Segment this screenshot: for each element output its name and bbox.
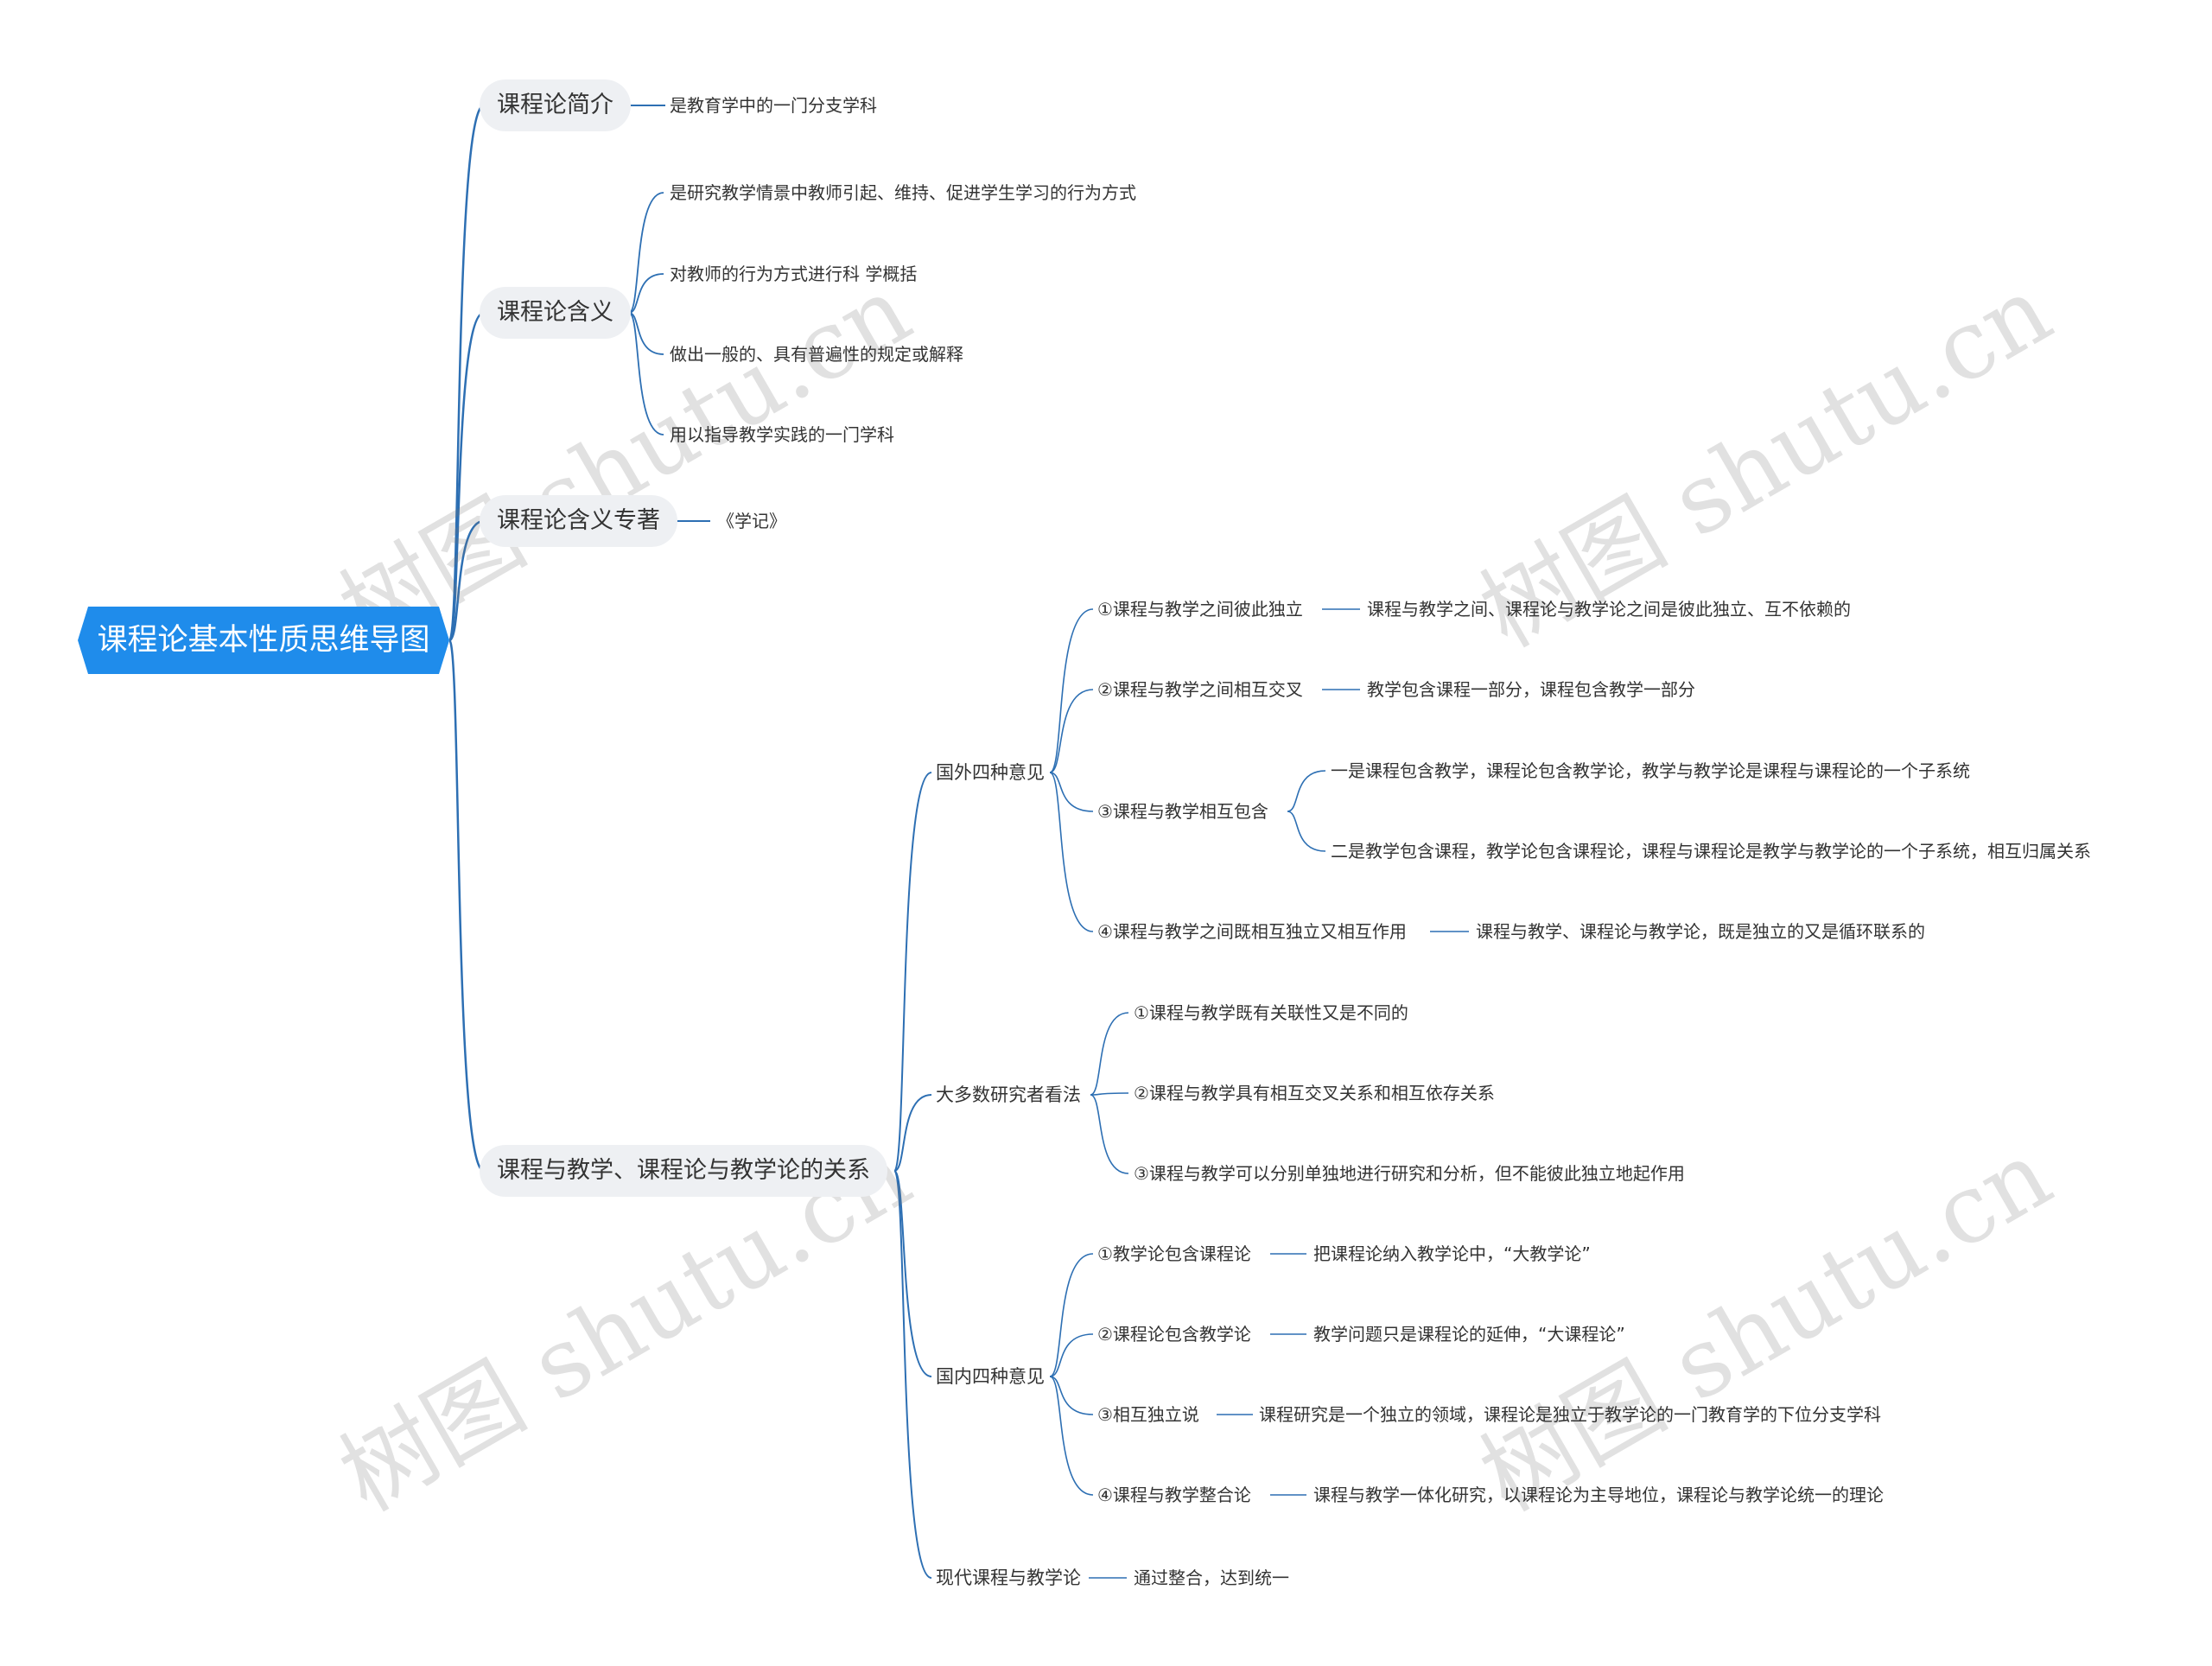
connector: [1090, 1092, 1129, 1096]
domestic-item-1[interactable]: ①教学论包含课程论: [1097, 1243, 1251, 1264]
branch-intro[interactable]: 课程论简介: [480, 79, 631, 131]
domestic-item-3-detail[interactable]: 课程研究是一个独立的领域，课程论是独立于教学论的一门教育学的下位分支学科: [1259, 1404, 1881, 1425]
connector: [1049, 689, 1094, 773]
connector: [448, 519, 485, 642]
foreign-item-2[interactable]: ②课程与教学之间相互交叉: [1097, 679, 1303, 700]
branch-meaning[interactable]: 课程论含义: [480, 287, 631, 339]
leaf-intro-1[interactable]: 是教育学中的一门分支学科: [670, 95, 877, 116]
connector: [1287, 770, 1326, 812]
connector: [628, 273, 664, 314]
foreign-item-3-detail-2[interactable]: 二是教学包含课程，教学论包含课程论，课程与课程论是教学与教学论的一个子系统，相互…: [1331, 841, 2091, 862]
sub-majority[interactable]: 大多数研究者看法: [936, 1084, 1081, 1105]
connector: [448, 639, 485, 1173]
sub-domestic[interactable]: 国内四种意见: [936, 1366, 1045, 1387]
leaf-meaning-3[interactable]: 做出一般的、具有普遍性的规定或解释: [670, 344, 963, 365]
connector: [893, 772, 932, 1172]
connector: [1090, 1094, 1129, 1174]
domestic-item-1-detail[interactable]: 把课程论纳入教学论中，“大教学论”: [1313, 1243, 1591, 1264]
majority-item-3[interactable]: ③课程与教学可以分别单独地进行研究和分析，但不能彼此独立地起作用: [1134, 1163, 1685, 1184]
root-node[interactable]: 课程论基本性质思维导图: [78, 607, 449, 674]
branch-monograph[interactable]: 课程论含义专著: [480, 495, 677, 547]
foreign-item-1[interactable]: ①课程与教学之间彼此独立: [1097, 599, 1303, 620]
connector: [893, 1094, 932, 1172]
foreign-item-2-detail[interactable]: 教学包含课程一部分，课程包含教学一部分: [1367, 679, 1695, 700]
domestic-item-4-detail[interactable]: 课程与教学一体化研究，以课程论为主导地位，课程论与教学论统一的理论: [1313, 1485, 1884, 1505]
connector: [893, 1170, 932, 1377]
leaf-meaning-4[interactable]: 用以指导教学实践的一门学科: [670, 424, 894, 445]
connector: [628, 312, 664, 436]
leaf-meaning-1[interactable]: 是研究教学情景中教师引起、维持、促进学生学习的行为方式: [670, 182, 1136, 203]
foreign-item-3[interactable]: ③课程与教学相互包含: [1097, 801, 1268, 822]
connector: [1049, 608, 1094, 773]
foreign-item-4-detail[interactable]: 课程与教学、课程论与教学论，既是独立的又是循环联系的: [1476, 921, 1925, 942]
connector: [1049, 772, 1094, 812]
connector: [1287, 811, 1326, 852]
majority-item-2[interactable]: ②课程与教学具有相互交叉关系和相互依存关系: [1134, 1083, 1495, 1103]
modern-detail[interactable]: 通过整合，达到统一: [1134, 1567, 1289, 1588]
domestic-item-2-detail[interactable]: 教学问题只是课程论的延伸，“大课程论”: [1313, 1324, 1625, 1345]
foreign-item-3-detail-1[interactable]: 一是课程包含教学，课程论包含教学论，教学与教学论是课程与课程论的一个子系统: [1331, 760, 1970, 781]
domestic-item-2[interactable]: ②课程论包含教学论: [1097, 1324, 1251, 1345]
connector: [1049, 1376, 1094, 1415]
domestic-item-4[interactable]: ④课程与教学整合论: [1097, 1485, 1251, 1505]
leaf-monograph-1[interactable]: 《学记》: [717, 511, 786, 531]
branch-relationship[interactable]: 课程与教学、课程论与教学论的关系: [480, 1145, 887, 1197]
leaf-meaning-2[interactable]: 对教师的行为方式进行科 学概括: [670, 264, 918, 284]
majority-item-1[interactable]: ①课程与教学既有关联性又是不同的: [1134, 1002, 1408, 1023]
connector: [1049, 772, 1094, 932]
sub-foreign[interactable]: 国外四种意见: [936, 762, 1045, 783]
connector: [628, 192, 664, 314]
connector: [893, 1170, 932, 1579]
sub-modern[interactable]: 现代课程与教学论: [936, 1567, 1081, 1588]
connector: [1049, 1253, 1094, 1377]
foreign-item-4[interactable]: ④课程与教学之间既相互独立又相互作用: [1097, 921, 1407, 942]
root-shape: [78, 607, 449, 674]
connector: [1090, 1012, 1129, 1096]
connector: [628, 312, 664, 355]
connector: [1049, 1376, 1094, 1496]
foreign-item-1-detail[interactable]: 课程与教学之间、课程论与教学论之间是彼此独立、互不依赖的: [1367, 599, 1851, 620]
domestic-item-3[interactable]: ③相互独立说: [1097, 1404, 1199, 1425]
connector: [1049, 1333, 1094, 1377]
root-label: 课程论基本性质思维导图: [97, 623, 430, 658]
connector: [448, 311, 485, 642]
